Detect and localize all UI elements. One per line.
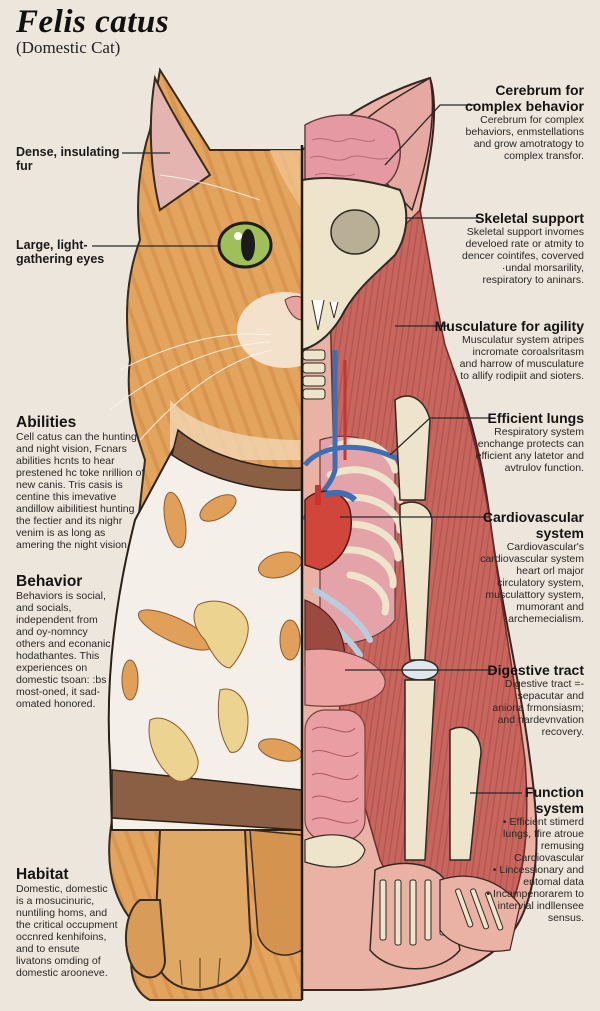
eye-icon: [217, 221, 273, 269]
bread-sweater: [107, 428, 302, 831]
hind-leg-bones: [439, 726, 521, 952]
section-heading: Cerebrum for complex behavior: [464, 82, 584, 114]
skull: [302, 177, 408, 352]
section-abilities: Abilities Cell catus can the hunting and…: [16, 414, 166, 551]
poster-title: Felis catus: [16, 4, 170, 40]
section-heading: Digestive tract: [487, 662, 584, 678]
section-habitat: Habitat Domestic, domestic is a mosucinu…: [16, 866, 166, 979]
muzzle: [237, 292, 302, 368]
section-heading: Abilities: [16, 414, 77, 431]
intestines: [304, 709, 366, 841]
section-cardiovascular: Cardiovascular system Cardiovascular's c…: [424, 509, 584, 625]
section-skeletal: Skeletal support Skeletal support invome…: [424, 210, 584, 286]
section-cerebrum: Cerebrum for complex behavior Cerebrum f…: [424, 82, 584, 162]
spine: [302, 349, 326, 400]
section-body: Skeletal support invomes develoed rate o…: [462, 226, 584, 286]
section-body: Cardiovascular's cardiovascular system h…: [480, 541, 584, 625]
section-body: Musculatur system atripes incromate coro…: [459, 334, 584, 382]
section-heading: Cardiovascular system: [482, 509, 584, 541]
poster-subtitle: (Domestic Cat): [16, 38, 121, 57]
section-lungs: Efficient lungs Respiratory system encha…: [424, 410, 584, 474]
fur-half: [107, 67, 302, 1001]
callout-leader-lines: [92, 104, 522, 794]
section-body: Cerebrum for complex behaviors, enmstell…: [465, 114, 584, 162]
section-body: • Efficient stimerd lungs, ffire atroue …: [486, 816, 584, 924]
front-paw: [124, 829, 302, 992]
section-heading: Function system: [524, 784, 584, 816]
section-body: Behaviors is social, and socials, indepe…: [16, 590, 111, 710]
stomach: [304, 648, 386, 707]
section-body: Cell catus can the hunting and night vis…: [16, 431, 145, 551]
callout-fur: Dense, insulating fur: [16, 145, 120, 173]
whiskers: [109, 174, 273, 441]
front-leg-bones: [369, 395, 461, 970]
section-musculature: Musculature for agility Musculatur syste…: [414, 318, 584, 382]
eye-socket: [330, 209, 380, 255]
ear: [149, 74, 212, 212]
section-heading: Efficient lungs: [487, 410, 584, 426]
section-body: Domestic, domestic is a mosucinuric, nun…: [16, 883, 118, 979]
section-body: Digestive tract =- sepacutar and aniona …: [492, 678, 584, 738]
section-function: Function system • Efficient stimerd lung…: [484, 784, 584, 924]
section-digestive: Digestive tract Digestive tract =- sepac…: [424, 662, 584, 738]
nose: [284, 295, 302, 321]
anatomy-half: [302, 76, 538, 991]
brain: [304, 114, 401, 186]
section-heading: Skeletal support: [475, 210, 584, 226]
callout-eyes: Large, light- gathering eyes: [16, 238, 105, 266]
section-heading: Musculature for agility: [434, 318, 584, 334]
section-heading: Habitat: [16, 866, 69, 883]
pelvis: [304, 834, 366, 868]
heart-icon: [304, 485, 358, 571]
section-behavior: Behavior Behaviors is social, and social…: [16, 573, 166, 710]
section-body: Respiratory system enchange protects can…: [475, 426, 584, 474]
section-heading: Behavior: [16, 573, 83, 590]
